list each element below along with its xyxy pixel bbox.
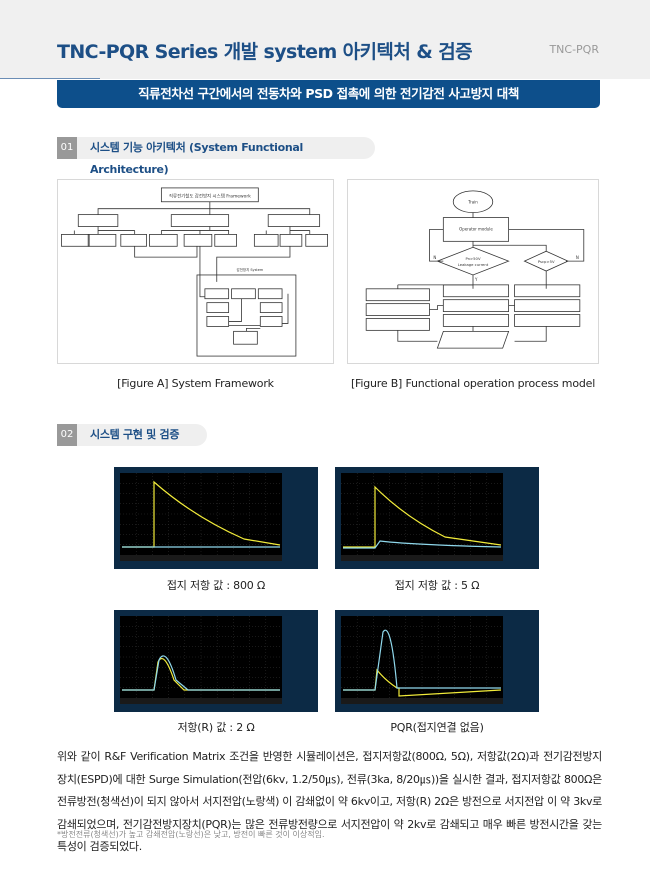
scope-caption: 접지 저항 값 : 800 Ω bbox=[166, 579, 266, 592]
figure-b-process-model: Train Operator module Pn>50V Leakage cur… bbox=[347, 179, 599, 364]
fig-b-cond1: Pn>50V bbox=[465, 257, 480, 261]
voltage-trace bbox=[343, 485, 502, 548]
fig-b-start-label: Train bbox=[467, 200, 478, 205]
section-number: 01 bbox=[57, 137, 77, 159]
current-trace bbox=[122, 655, 280, 691]
scope-caption: 저항(R) 값 : 2 Ω bbox=[177, 721, 255, 734]
fig-b-no: N bbox=[433, 255, 436, 260]
oscilloscope-5-ohm bbox=[335, 467, 539, 569]
scope-caption: PQR(접지연결 없음) bbox=[390, 721, 484, 734]
scope-status-bar bbox=[120, 555, 282, 561]
oscilloscope-2-ohm bbox=[114, 610, 318, 712]
voltage-trace bbox=[122, 480, 281, 548]
fig-a-system-label: 감전방지 System bbox=[237, 267, 264, 272]
section-label: 시스템 기능 아키텍처 (System Functional Architect… bbox=[90, 141, 304, 176]
section-header-01: 01 시스템 기능 아키텍처 (System Functional Archit… bbox=[57, 137, 375, 176]
voltage-trace bbox=[122, 658, 280, 691]
header-band bbox=[0, 0, 650, 79]
section-label: 시스템 구현 및 검증 bbox=[90, 428, 180, 441]
scope-caption: 접지 저항 값 : 5 Ω bbox=[394, 579, 480, 592]
results-paragraph: 위와 같이 R&F Verification Matrix 조건을 반영한 시뮬… bbox=[57, 750, 602, 853]
subtitle-banner: 직류전차선 구간에서의 전동차와 PSD 접촉에 의한 전기감전 사고방지 대책 bbox=[57, 80, 600, 108]
fig-b-yes: Y bbox=[475, 277, 478, 282]
oscilloscope-pqr bbox=[335, 610, 539, 712]
oscilloscope-800-ohm bbox=[114, 467, 318, 569]
figure-a-system-framework: 직류전기철도 감전방지 시스템 Framework 감전방지 System bbox=[57, 179, 334, 364]
footnote: *방전전류(청색선)가 높고 감쇄전압(노랑선)은 낮고, 방전이 빠른 것이 … bbox=[57, 830, 325, 839]
scope-status-bar bbox=[120, 698, 282, 704]
fig-b-cond1b: Leakage current bbox=[458, 263, 489, 267]
scope-status-bar bbox=[341, 555, 503, 561]
fig-b-no-2: N bbox=[576, 255, 579, 260]
header-tag: TNC-PQR bbox=[549, 43, 599, 56]
fig-b-cond2: Pscp>5V bbox=[538, 260, 555, 264]
section-number: 02 bbox=[57, 424, 77, 446]
section-header-02: 02 시스템 구현 및 검증 bbox=[57, 424, 207, 446]
page-title: TNC-PQR Series 개발 system 아키텍처 & 검증 bbox=[57, 41, 473, 63]
current-trace bbox=[343, 629, 501, 691]
current-trace bbox=[343, 540, 502, 549]
figure-a-caption: [Figure A] System Framework bbox=[117, 377, 274, 390]
fig-a-root-label: 직류전기철도 감전방지 시스템 Framework bbox=[169, 192, 251, 199]
fig-b-operator-label: Operator module bbox=[459, 226, 493, 231]
figure-b-caption: [Figure B] Functional operation process … bbox=[350, 377, 596, 390]
scope-status-bar bbox=[341, 698, 503, 704]
